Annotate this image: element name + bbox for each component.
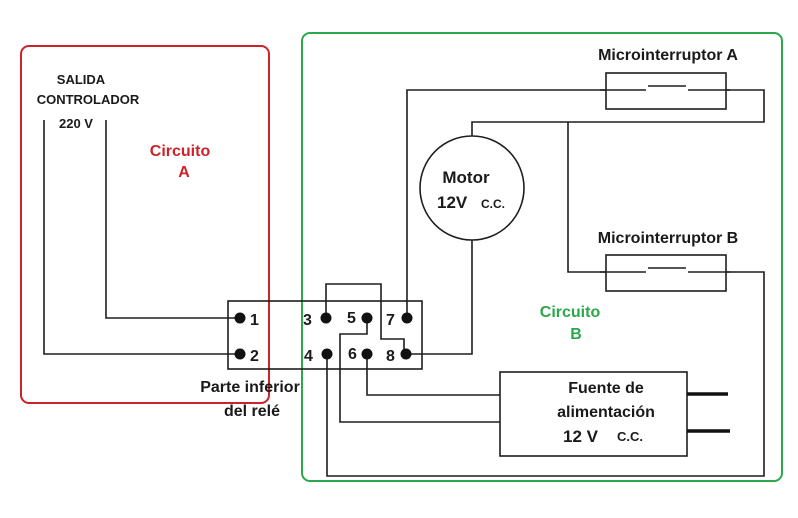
- pin-8-dot: [400, 348, 412, 360]
- wire-pin3-to-pin8: [325, 283, 405, 354]
- switch-a-contact: [600, 85, 730, 91]
- pin-2-dot: [234, 348, 246, 360]
- circuit-b-label-line2: B: [570, 326, 582, 343]
- circuit-b-frame: [301, 32, 783, 482]
- switch-b-contact: [600, 267, 730, 273]
- pin-6-label: 6: [348, 346, 357, 363]
- controller-label-line2: CONTROLADOR: [37, 92, 140, 107]
- switch-a-label: Microinterruptor A: [598, 47, 738, 64]
- pin-1-dot: [234, 312, 246, 324]
- relay-body: [227, 300, 423, 370]
- relay-caption-line2: del relé: [224, 403, 280, 420]
- power-supply-suffix: C.C.: [617, 429, 643, 444]
- wire-pin6-to-supply: [366, 354, 500, 396]
- controller-voltage: 220 V: [59, 116, 93, 131]
- switch-b-body: [605, 254, 727, 292]
- pin-1-label: 1: [250, 312, 259, 329]
- pin-7-label: 7: [386, 312, 395, 329]
- circuit-a-frame: [20, 45, 270, 404]
- wire-controller-to-pin2: [43, 120, 240, 355]
- power-supply-body: [499, 371, 688, 457]
- circuit-a-label-line2: A: [178, 164, 190, 181]
- pin-2-label: 2: [250, 348, 259, 365]
- relay-caption-line1: Parte inferior: [200, 379, 300, 396]
- pin-3-label: 3: [303, 312, 312, 329]
- power-supply-line1: Fuente de: [568, 380, 644, 397]
- wire-pin5-to-supply: [339, 318, 500, 423]
- wire-branch-to-switch-b: [567, 122, 610, 273]
- power-supply-line2: alimentación: [557, 404, 655, 421]
- pin-8-label: 8: [386, 348, 395, 365]
- pin-7-dot: [401, 312, 413, 324]
- motor-label-voltage: 12V: [437, 193, 468, 212]
- wire-controller-to-pin1: [105, 120, 240, 319]
- pin-6-dot: [361, 348, 373, 360]
- pin-4-label: 4: [304, 348, 313, 365]
- circuit-a-label-line1: Circuito: [150, 143, 211, 160]
- controller-label-line1: SALIDA: [57, 72, 106, 87]
- wire-pin7-to-switch-a: [406, 89, 610, 318]
- power-supply-voltage: 12 V: [563, 427, 599, 446]
- pin-5-label: 5: [347, 310, 356, 327]
- switch-a-body: [605, 72, 727, 110]
- relay-pins: [234, 312, 413, 360]
- pin-3-dot: [320, 312, 332, 324]
- motor-label-line1: Motor: [442, 168, 490, 187]
- pin-5-dot: [361, 312, 373, 324]
- switch-b-label: Microinterruptor B: [598, 230, 738, 247]
- wire-switch-a-loop: [471, 89, 765, 137]
- pin-4-dot: [321, 348, 333, 360]
- wire-switch-b-right: [326, 271, 765, 477]
- circuit-b-label-line1: Circuito: [540, 304, 601, 321]
- motor-symbol: [419, 135, 525, 241]
- wire-motor-to-pin8: [406, 240, 473, 355]
- motor-label-suffix: C.C.: [481, 197, 505, 211]
